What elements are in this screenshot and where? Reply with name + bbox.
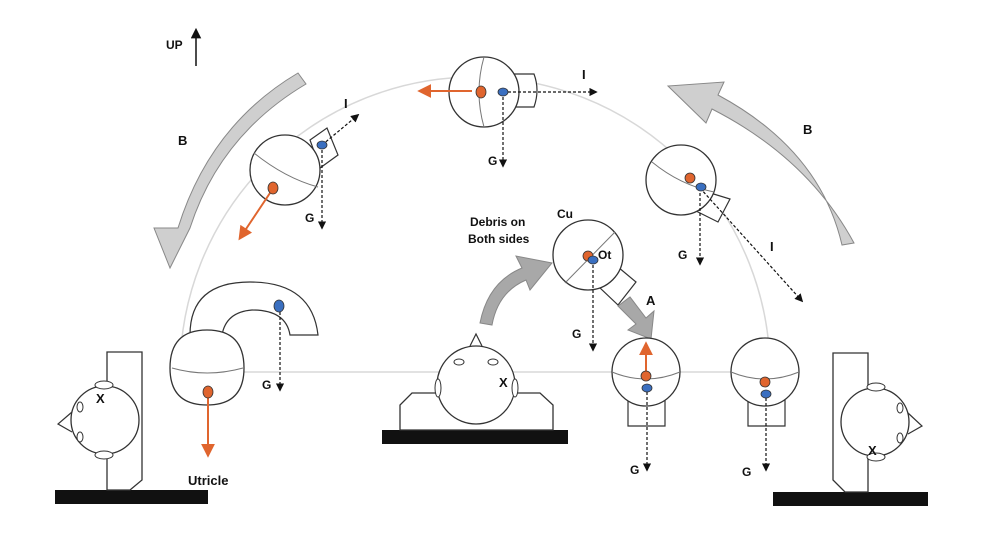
- cu-label: Cu: [557, 207, 573, 221]
- patient-right: [773, 352, 928, 506]
- g-top-label: G: [488, 154, 497, 168]
- g-bottom2-label: G: [742, 465, 751, 479]
- patient-left: [55, 351, 208, 504]
- utricle-label: Utricle: [188, 473, 228, 488]
- arrow-a: [617, 296, 655, 340]
- i-top-label: I: [582, 67, 586, 82]
- canal-upper-right: [645, 144, 804, 303]
- debris-label-line2: Both sides: [468, 232, 530, 246]
- b-left-label: B: [178, 133, 187, 148]
- g-center-label: G: [572, 327, 581, 341]
- big-arrow-b-right: [666, 81, 855, 246]
- ot-label: Ot: [598, 248, 611, 262]
- g-bottom1-label: G: [630, 463, 639, 477]
- x-right-label: X: [868, 443, 877, 458]
- canal-cu-ot: [552, 219, 637, 352]
- debris-label-line1: Debris on: [470, 215, 525, 229]
- canal-top: [417, 56, 598, 168]
- canal-bottom-2: [730, 337, 800, 472]
- i-right-label: I: [770, 239, 774, 254]
- i-left-label: I: [344, 96, 348, 111]
- canal-utricle-left: [169, 281, 319, 458]
- g-utricle-label: G: [262, 378, 271, 392]
- curved-arrow-center: [479, 255, 553, 326]
- patient-center: [382, 332, 568, 444]
- canal-bottom-1: [611, 337, 681, 472]
- x-left-label: X: [96, 391, 105, 406]
- b-right-label: B: [803, 122, 812, 137]
- canal-upper-left: [238, 113, 360, 241]
- big-arrow-b-left: [153, 72, 307, 270]
- a-label: A: [646, 293, 656, 308]
- up-label: UP: [166, 38, 183, 52]
- x-center-label: X: [499, 375, 508, 390]
- g-right-upper-label: G: [678, 248, 687, 262]
- g-left-label: G: [305, 211, 314, 225]
